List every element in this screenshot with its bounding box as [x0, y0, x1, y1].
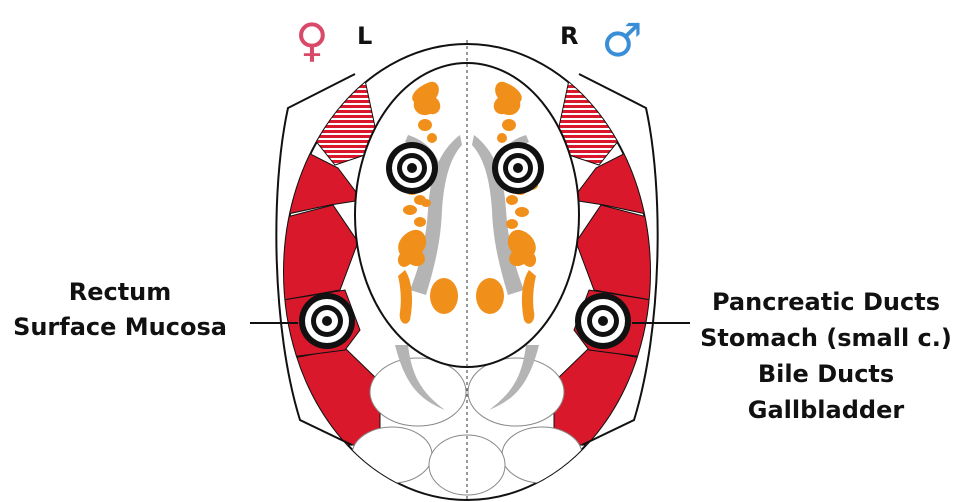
label-stomach: Stomach (small c.) — [700, 324, 952, 352]
left-side-label: L — [357, 22, 372, 50]
label-pancreatic-ducts: Pancreatic Ducts — [712, 288, 940, 316]
label-bile-ducts: Bile Ducts — [758, 360, 894, 388]
target-icon — [299, 293, 355, 349]
target-icon — [492, 142, 544, 194]
target-icon — [386, 142, 438, 194]
right-side-label: R — [560, 22, 578, 50]
target-icon — [575, 293, 631, 349]
label-rectum: Rectum — [69, 278, 172, 306]
label-gallbladder: Gallbladder — [748, 396, 905, 424]
female-symbol-icon: ♀ — [295, 13, 329, 67]
male-symbol-icon: ♂ — [601, 13, 642, 67]
label-surface-mucosa: Surface Mucosa — [13, 313, 227, 341]
